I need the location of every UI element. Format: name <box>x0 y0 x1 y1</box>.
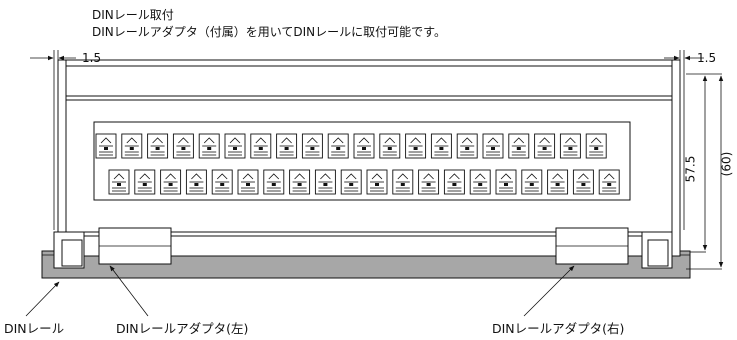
terminal-bottom-18 <box>547 169 569 195</box>
terminal-bottom-12 <box>392 169 414 195</box>
terminal-block <box>95 133 620 195</box>
terminal-top-8 <box>276 133 298 159</box>
terminal-top-3 <box>147 133 169 159</box>
rail-clamps <box>53 231 673 269</box>
terminal-bottom-14 <box>443 169 465 195</box>
terminal-top-6 <box>224 133 246 159</box>
terminal-bottom-16 <box>495 169 517 195</box>
terminal-bottom-8 <box>289 169 311 195</box>
terminal-bottom-20 <box>598 169 620 195</box>
terminal-bottom-1 <box>108 169 130 195</box>
terminal-bottom-11 <box>366 169 388 195</box>
dimension-left-gap <box>30 50 76 230</box>
terminal-top-5 <box>198 133 220 159</box>
terminal-bottom-4 <box>185 169 207 195</box>
terminal-bottom-3 <box>160 169 182 195</box>
dimension-right-gap <box>664 50 704 230</box>
terminal-top-12 <box>379 133 401 159</box>
terminal-top-11 <box>353 133 375 159</box>
terminal-bottom-9 <box>314 169 336 195</box>
terminal-bottom-17 <box>521 169 543 195</box>
terminal-bottom-10 <box>340 169 362 195</box>
din-rail-adapter-right <box>555 227 629 265</box>
dimension-left-label: 1.5 <box>82 51 102 65</box>
terminal-bottom-6 <box>237 169 259 195</box>
drawing-title: DINレール取付 <box>92 8 174 22</box>
terminal-top-13 <box>405 133 427 159</box>
terminal-top-7 <box>250 133 272 159</box>
terminal-top-10 <box>327 133 349 159</box>
drawing-subtitle: DINレールアダプタ（付属）を用いてDINレールに取付可能です。 <box>92 25 446 39</box>
terminal-top-18 <box>534 133 556 159</box>
callout-adapter-right: DINレールアダプタ(右) <box>492 321 625 336</box>
terminal-bottom-19 <box>572 169 594 195</box>
terminal-bottom-13 <box>418 169 440 195</box>
terminal-bottom-7 <box>263 169 285 195</box>
terminal-bottom-2 <box>134 169 156 195</box>
callout-din-rail: DINレール <box>4 321 65 336</box>
callout-adapter-left: DINレールアダプタ(左) <box>116 321 249 336</box>
dimension-right-label: 1.5 <box>697 51 717 65</box>
terminal-top-15 <box>456 133 478 159</box>
terminal-top-16 <box>482 133 504 159</box>
terminal-top-1 <box>95 133 117 159</box>
dimension-height-outer-label: (60) <box>719 151 734 177</box>
terminal-top-2 <box>121 133 143 159</box>
terminal-top-14 <box>430 133 452 159</box>
terminal-bottom-15 <box>469 169 491 195</box>
terminal-top-9 <box>301 133 323 159</box>
terminal-top-17 <box>508 133 530 159</box>
terminal-top-20 <box>585 133 607 159</box>
din-rail-adapter-left <box>98 227 172 265</box>
leader-lines <box>25 265 575 317</box>
dimension-height <box>686 73 724 270</box>
terminal-bottom-5 <box>211 169 233 195</box>
terminal-top-19 <box>559 133 581 159</box>
terminal-top-4 <box>172 133 194 159</box>
dimension-height-inner-label: 57.5 <box>683 155 698 183</box>
